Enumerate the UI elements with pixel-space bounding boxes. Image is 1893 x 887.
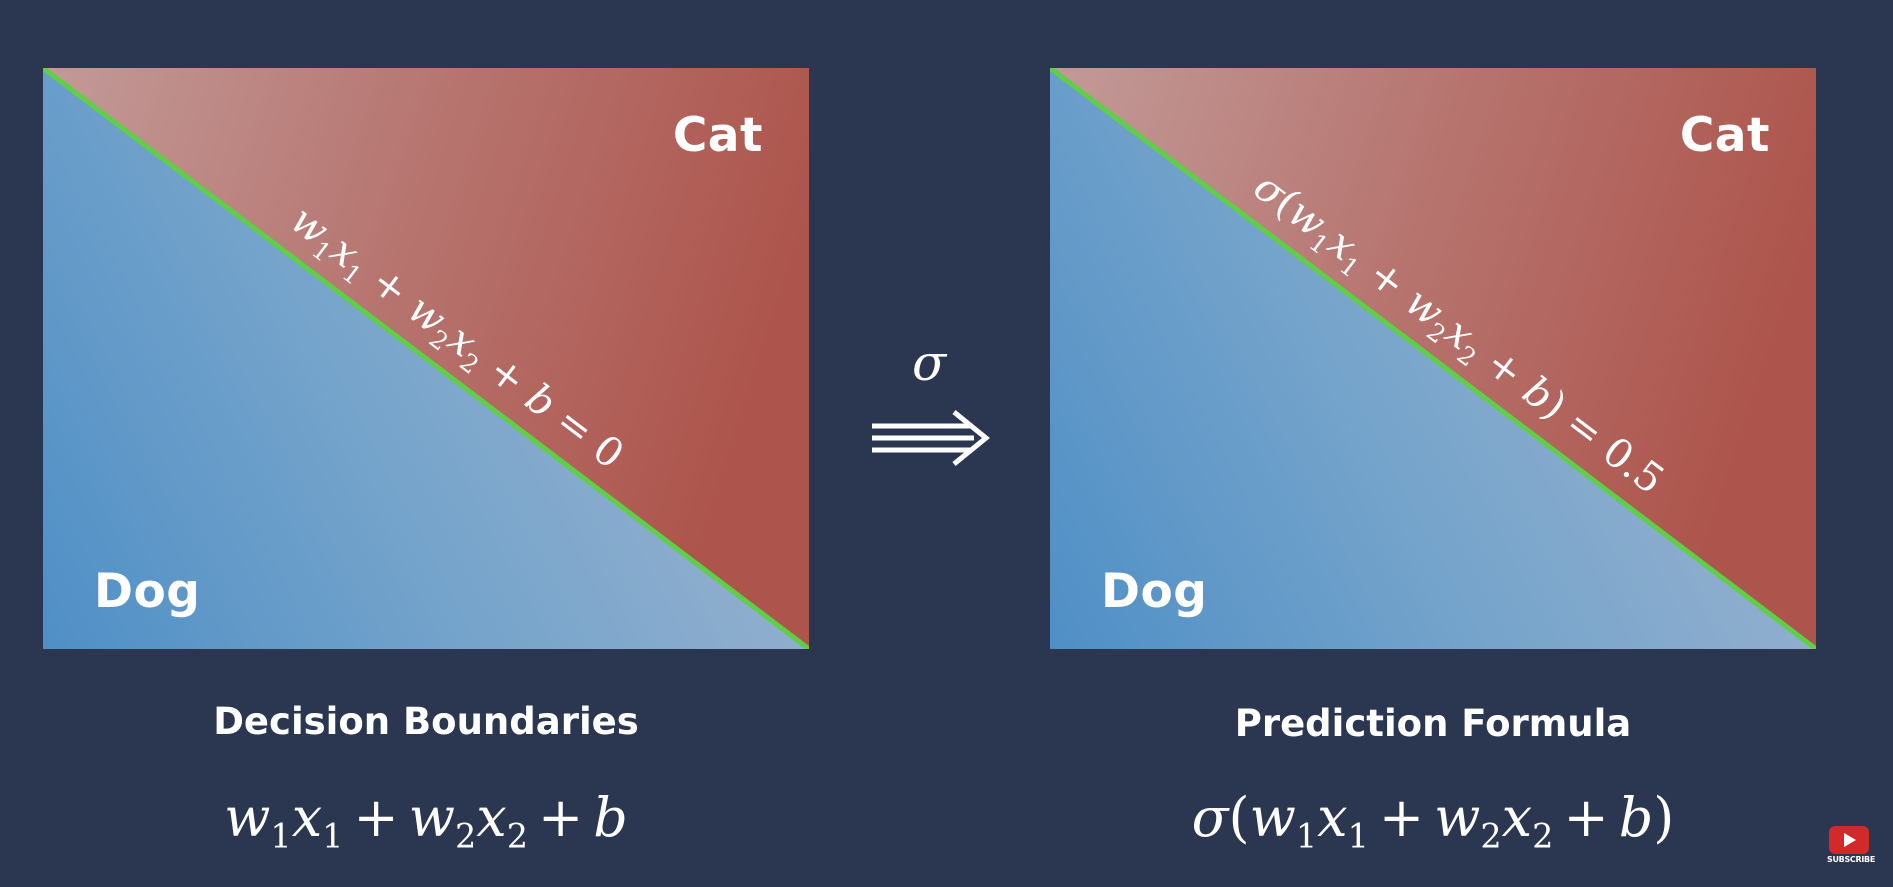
implies-arrow-icon: [872, 410, 990, 466]
decision-boundary-line: [43, 68, 809, 649]
linear-formula: w1x1+w2x2+b: [224, 786, 628, 856]
decision-boundary-panel: Cat Dog w1x1 + w2x2 + b = 0: [43, 68, 809, 649]
subscribe-text: SUBSCRIBE: [1827, 855, 1875, 864]
region-plot: [1050, 68, 1816, 649]
region-plot: [43, 68, 809, 649]
cat-label: Cat: [672, 108, 763, 163]
sigmoid-formula: σ(w1x1+w2x2+b): [1191, 786, 1675, 856]
dog-label: Dog: [1101, 564, 1208, 619]
decision-boundary-line: [1050, 68, 1816, 649]
sigma-transform: σ: [862, 338, 1002, 468]
caption-decision-boundaries: Decision Boundaries: [213, 700, 639, 743]
caption-prediction-formula: Prediction Formula: [1234, 702, 1632, 745]
youtube-subscribe-icon[interactable]: SUBSCRIBE: [1827, 826, 1875, 864]
cat-label: Cat: [1679, 108, 1770, 163]
play-icon: [1844, 833, 1856, 847]
sigma-symbol: σ: [912, 334, 947, 392]
dog-label: Dog: [94, 564, 201, 619]
prediction-panel: Cat Dog σ(w1x1 + w2x2 + b) = 0.5: [1050, 68, 1816, 649]
